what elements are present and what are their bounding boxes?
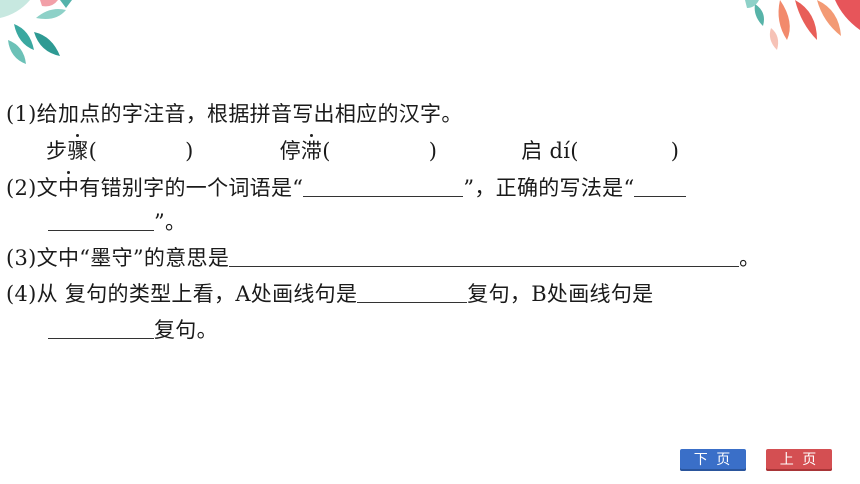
question-1-items: 步骤() 停滞() 启 dí() <box>46 134 680 165</box>
dotted-char: 滞 <box>300 134 323 163</box>
question-4-continued: 复句。 <box>48 316 218 344</box>
answer-blank-4[interactable] <box>303 174 464 197</box>
question-4: (4)从 复句的类型上看，A处画线句是复句，B处画线句是 <box>6 280 654 306</box>
paren-open: ( <box>322 139 331 163</box>
answer-blank-8[interactable] <box>48 316 154 339</box>
answer-blank-7[interactable] <box>357 280 468 303</box>
paren-close: ) <box>670 139 680 163</box>
question-3: (3)文中“墨守”的意思是。 <box>6 244 761 270</box>
answer-blank-5[interactable] <box>634 174 687 197</box>
answer-blank-5-cont[interactable] <box>48 208 154 231</box>
paren-open: ( <box>88 139 98 163</box>
dotted-char: 中 <box>57 171 80 200</box>
question-1-text: (1)给加点的字注音，根据拼音写出相应的汉字。 <box>6 102 463 126</box>
paren-close: ) <box>185 139 194 163</box>
paren-open: ( <box>570 139 579 163</box>
word-step: 步骤 <box>46 134 89 163</box>
previous-page-button[interactable]: 上 页 <box>766 449 832 471</box>
question-2: (2)文中有错别字的一个词语是“”，正确的写法是“ <box>6 171 687 202</box>
dotted-char: 骤 <box>67 134 89 163</box>
question-1: (1)给加点的字注音，根据拼音写出相应的汉字。 <box>6 100 463 128</box>
paren-close: ) <box>428 139 438 163</box>
word-stagnate: 停滞 <box>279 134 323 163</box>
answer-blank-6[interactable] <box>229 244 740 267</box>
question-2-continued: ”。 <box>48 208 186 236</box>
word-pinyin: 启 dí <box>521 139 571 163</box>
next-page-button[interactable]: 下 页 <box>680 449 746 471</box>
flower-decoration-icon <box>745 0 860 50</box>
leaf-decoration-icon <box>0 0 72 64</box>
